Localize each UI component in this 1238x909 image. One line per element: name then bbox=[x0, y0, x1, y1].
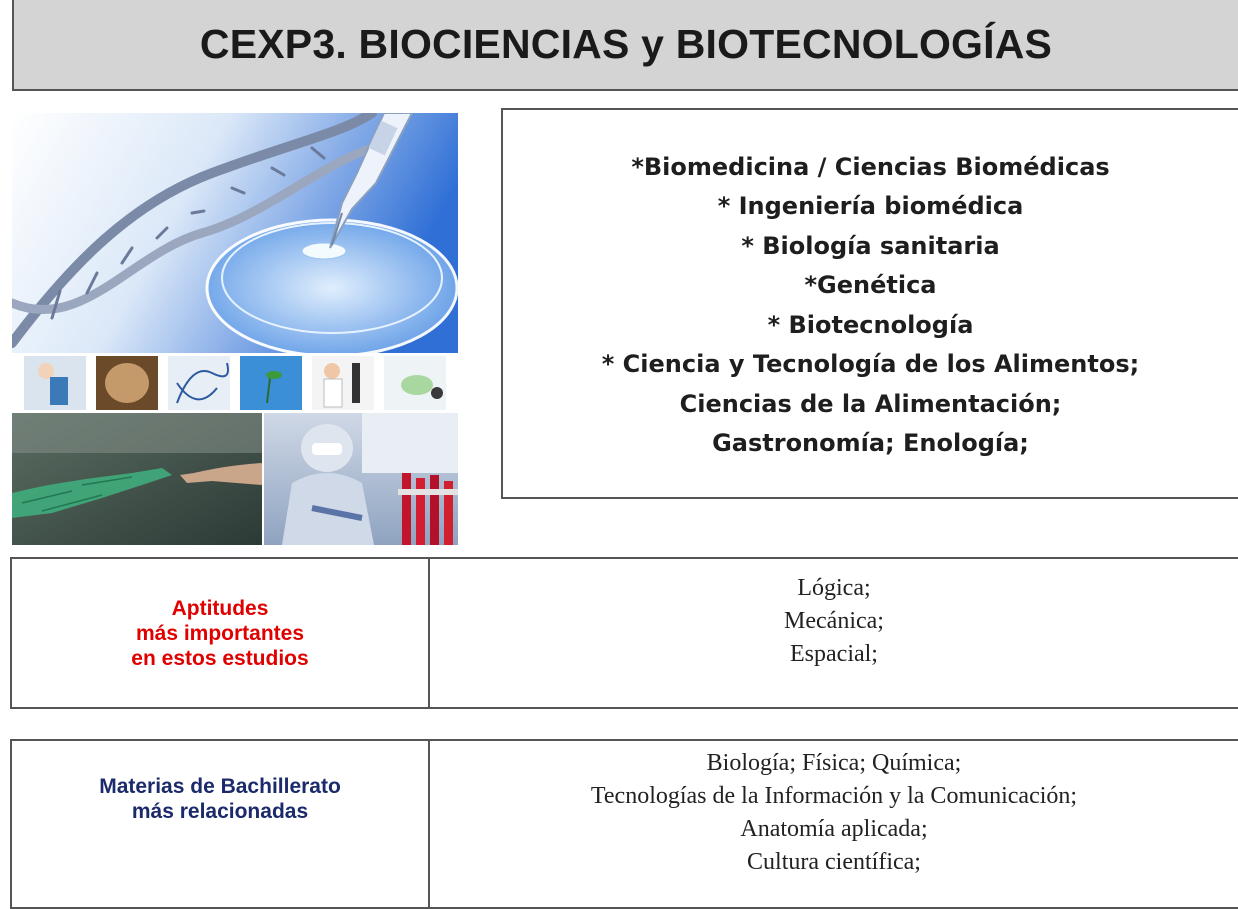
program-line: * Biotecnología bbox=[767, 310, 974, 339]
subject-item: Biología; Física; Química; bbox=[706, 750, 962, 776]
subjects-label: Materias de Bachillerato bbox=[99, 775, 341, 798]
program-line: Ciencias de la Alimentación; bbox=[679, 389, 1062, 418]
aptitudes-label: en estos estudios bbox=[131, 646, 309, 670]
subject-item: Anatomía aplicada; bbox=[740, 816, 928, 842]
pipette-icon bbox=[329, 113, 414, 249]
program-line: *Biomedicina / Ciencias Biomédicas bbox=[631, 152, 1110, 181]
collage-illustration bbox=[12, 113, 458, 545]
subjects-label-cell: Materias de Bachillerato más relacionada… bbox=[12, 741, 430, 907]
lab-glassware-icon bbox=[50, 377, 68, 405]
program-line: *Genética bbox=[804, 271, 937, 299]
aptitudes-values-cell: Lógica; Mecánica; Espacial; bbox=[430, 559, 1238, 707]
page-title: CEXP3. BIOCIENCIAS y BIOTECNOLOGÍAS bbox=[199, 21, 1053, 67]
subject-item: Cultura científica; bbox=[747, 849, 921, 875]
header-banner: CEXP3. BIOCIENCIAS y BIOTECNOLOGÍAS bbox=[12, 0, 1238, 91]
aptitude-item: Lógica; bbox=[797, 575, 871, 601]
subjects-label: más relacionadas bbox=[131, 800, 309, 823]
aptitude-item: Espacial; bbox=[790, 641, 878, 667]
program-line: * Ingeniería biomédica bbox=[717, 192, 1024, 220]
dna-helix-icon bbox=[12, 113, 397, 348]
subjects-table: Materias de Bachillerato más relacionada… bbox=[10, 739, 1238, 909]
test-tubes-icon bbox=[398, 473, 458, 545]
thumbnail-strip bbox=[12, 353, 458, 413]
aptitude-item: Mecánica; bbox=[784, 608, 884, 634]
petri-dish-icon bbox=[205, 218, 458, 358]
degree-programs-box: *Biomedicina / Ciencias Biomédicas * Ing… bbox=[501, 108, 1238, 499]
aptitudes-label-cell: Aptitudes más importantes en estos estud… bbox=[12, 559, 430, 707]
bioscience-collage-image bbox=[12, 113, 458, 545]
aptitudes-table: Aptitudes más importantes en estos estud… bbox=[10, 557, 1238, 709]
subjects-values-cell: Biología; Física; Química; Tecnologías d… bbox=[430, 741, 1238, 907]
program-line: Gastronomía; Enología; bbox=[712, 429, 1029, 457]
aptitudes-label: Aptitudes bbox=[171, 596, 269, 620]
scientist-in-protective-suit-icon bbox=[264, 413, 458, 545]
robotic-hand-icon bbox=[12, 413, 262, 545]
subject-item: Tecnologías de la Información y la Comun… bbox=[590, 783, 1078, 809]
program-line: * Biología sanitaria bbox=[741, 231, 1000, 260]
microscope-icon bbox=[352, 363, 360, 403]
program-line: * Ciencia y Tecnología de los Alimentos; bbox=[601, 350, 1140, 378]
aptitudes-label: más importantes bbox=[135, 621, 305, 645]
